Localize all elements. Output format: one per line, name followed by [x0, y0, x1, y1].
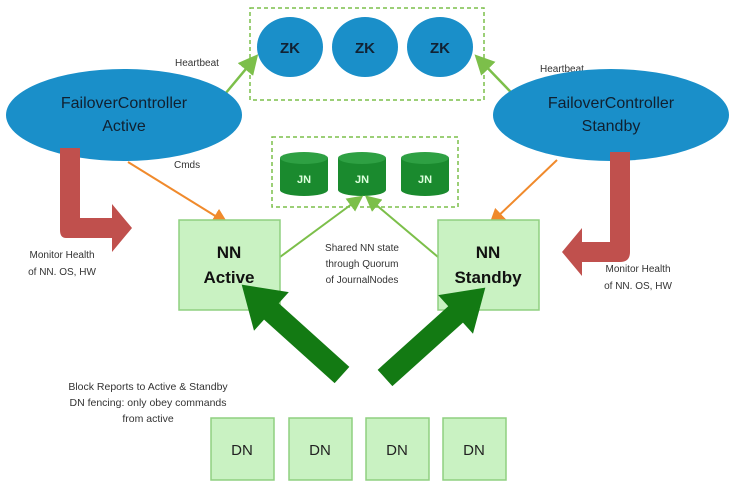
failover-controller-active: FailoverController Active: [6, 69, 242, 161]
zk-node: ZK: [407, 17, 473, 77]
cmds-arrow-right: [489, 159, 558, 225]
dn-node: DN: [365, 417, 430, 481]
zk-node: ZK: [257, 17, 323, 77]
cmds-label: Cmds: [174, 160, 200, 171]
svg-text:ZK: ZK: [430, 40, 450, 57]
svg-text:DN: DN: [309, 442, 331, 459]
jn-node: JN: [280, 152, 328, 196]
nn-standby: NN Standby: [437, 219, 540, 311]
block-report-arrow-active: [241, 284, 350, 384]
svg-text:Standby: Standby: [582, 118, 641, 135]
zk-group-box: [249, 7, 485, 101]
svg-text:ZK: ZK: [355, 40, 375, 57]
failover-controller-standby: FailoverController Standby: [493, 69, 729, 161]
nn-active: NN Active: [178, 219, 281, 311]
monitor-arrow-left: [60, 148, 132, 252]
svg-text:NN: NN: [476, 243, 501, 262]
cmds-arrow-left: [127, 161, 229, 225]
svg-text:FailoverController: FailoverController: [548, 95, 675, 112]
svg-text:JN: JN: [355, 174, 369, 186]
jn-node: JN: [338, 152, 386, 196]
dn-node: DN: [288, 417, 353, 481]
jn-node: JN: [401, 152, 449, 196]
dn-node: DN: [442, 417, 507, 481]
jn-group-box: [271, 136, 459, 208]
svg-text:NN: NN: [217, 243, 242, 262]
zk-node: ZK: [332, 17, 398, 77]
svg-text:ZK: ZK: [280, 40, 300, 57]
svg-text:DN: DN: [463, 442, 485, 459]
svg-text:JN: JN: [297, 174, 311, 186]
shared-state-line-right: [364, 195, 439, 258]
svg-text:Active: Active: [203, 268, 254, 287]
svg-text:Standby: Standby: [454, 268, 522, 287]
heartbeat-label-right: Heartbeat: [540, 64, 584, 75]
svg-text:FailoverController: FailoverController: [61, 95, 188, 112]
svg-text:JN: JN: [418, 174, 432, 186]
monitor-arrow-right: [562, 152, 630, 276]
svg-text:Active: Active: [102, 118, 146, 135]
dn-node: DN: [210, 417, 275, 481]
block-report-arrow-standby: [377, 287, 486, 387]
shared-state-line-left: [279, 195, 364, 258]
heartbeat-label-left: Heartbeat: [175, 58, 219, 69]
svg-text:DN: DN: [231, 442, 253, 459]
svg-text:DN: DN: [386, 442, 408, 459]
